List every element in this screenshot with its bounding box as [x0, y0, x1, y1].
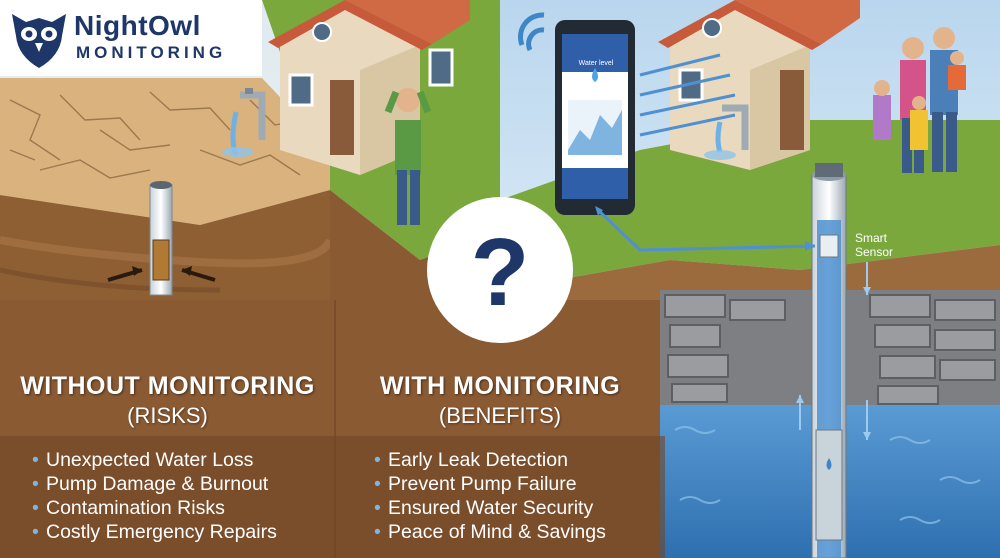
list-item: • Peace of Mind & Savings — [374, 520, 606, 544]
brand-tagline: MONITORING — [76, 43, 227, 62]
bullet-icon: • — [374, 449, 381, 471]
right-panel-title: WITH MONITORING — [379, 372, 621, 400]
wifi-signal-icon — [517, 12, 545, 52]
list-item-label: Early Leak Detection — [388, 449, 568, 471]
right-panel-subtitle: (BENEFITS) — [438, 403, 562, 428]
dry-well-left — [107, 181, 216, 296]
bullet-icon: • — [374, 521, 381, 543]
right-benefit-list: • Early Leak Detection • Prevent Pump Fail… — [374, 448, 606, 544]
bullet-icon: • — [374, 473, 381, 495]
left-panel-subtitle: (RISKS) — [127, 403, 208, 428]
bullet-icon: • — [32, 497, 39, 519]
list-item: • Ensured Water Security — [374, 496, 606, 520]
list-item-label: Pump Damage & Burnout — [46, 473, 269, 495]
list-item-label: Ensured Water Security — [388, 497, 594, 519]
sensor-label-line1: Smart — [855, 231, 888, 245]
list-item-label: Contamination Risks — [46, 497, 225, 519]
faucet-icon — [222, 88, 266, 157]
left-risk-list: • Unexpected Water Loss • Pump Damage & Bu… — [32, 448, 277, 544]
list-item-label: Costly Emergency Repairs — [46, 521, 277, 543]
faucet-icon — [704, 104, 749, 160]
question-mark-glyph: ? — [471, 219, 530, 326]
list-item: • Costly Emergency Repairs — [32, 520, 277, 544]
list-item: • Contamination Risks — [32, 496, 277, 520]
water-drop-icon — [592, 68, 598, 82]
phone-screen-title: Water level — [578, 60, 614, 67]
smart-sensor-label: Smart Sensor — [855, 231, 893, 259]
monitored-well — [796, 163, 871, 558]
list-item-label: Prevent Pump Failure — [388, 473, 577, 495]
list-item-label: Unexpected Water Loss — [46, 449, 254, 471]
brand-name: NightOwl — [74, 10, 201, 41]
house-right — [658, 0, 860, 170]
bullet-icon: • — [32, 521, 39, 543]
sensor-label-line2: Sensor — [855, 245, 894, 259]
bullet-icon: • — [32, 473, 39, 495]
brand-logo: NightOwl MONITORING — [0, 0, 262, 76]
list-item: • Prevent Pump Failure — [374, 472, 606, 496]
list-item: • Pump Damage & Burnout — [32, 472, 277, 496]
bullet-icon: • — [32, 449, 39, 471]
worried-man — [384, 88, 432, 225]
owl-logo-icon — [12, 14, 66, 68]
question-mark-icon — [427, 197, 573, 343]
happy-family — [873, 27, 966, 173]
list-item: • Unexpected Water Loss — [32, 448, 277, 472]
left-panel-title: WITHOUT MONITORING — [20, 372, 315, 400]
bullet-icon: • — [374, 497, 381, 519]
smartphone — [555, 20, 635, 215]
list-item-label: Peace of Mind & Savings — [388, 521, 606, 543]
list-item: • Early Leak Detection — [374, 448, 606, 472]
